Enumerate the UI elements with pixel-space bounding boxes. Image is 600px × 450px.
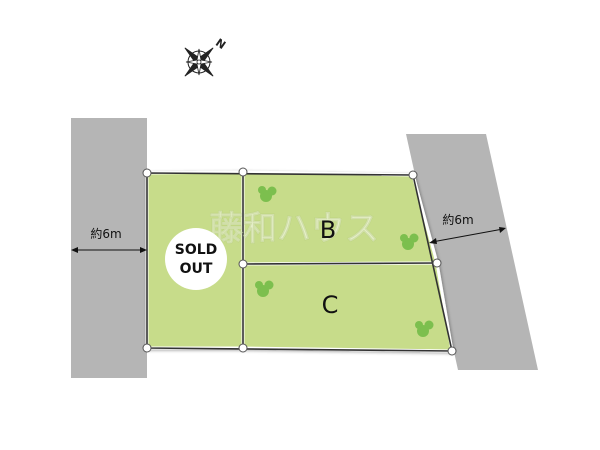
road-right-width-label: 約6m [442, 212, 473, 227]
lot-b-label: B [320, 216, 336, 244]
sold-out-line2: OUT [180, 261, 213, 277]
road-left [71, 118, 147, 378]
road-left-width-label: 約6m [90, 226, 121, 241]
sold-out-line1: SOLD [175, 242, 218, 258]
lot-c-label: C [322, 291, 339, 319]
road-left-dimension: 約6m [71, 226, 147, 253]
shrub-icon [255, 186, 434, 337]
sold-out-badge: SOLD OUT [165, 228, 227, 290]
road-right-dimension: 約6m [429, 212, 506, 244]
compass-icon: N [184, 36, 228, 77]
boundary-marker [142, 167, 457, 356]
compass-north-label: N [213, 36, 228, 52]
lot-c [241, 261, 454, 353]
road-right [406, 134, 538, 370]
watermark-text: 藤和ハウス [209, 209, 379, 249]
